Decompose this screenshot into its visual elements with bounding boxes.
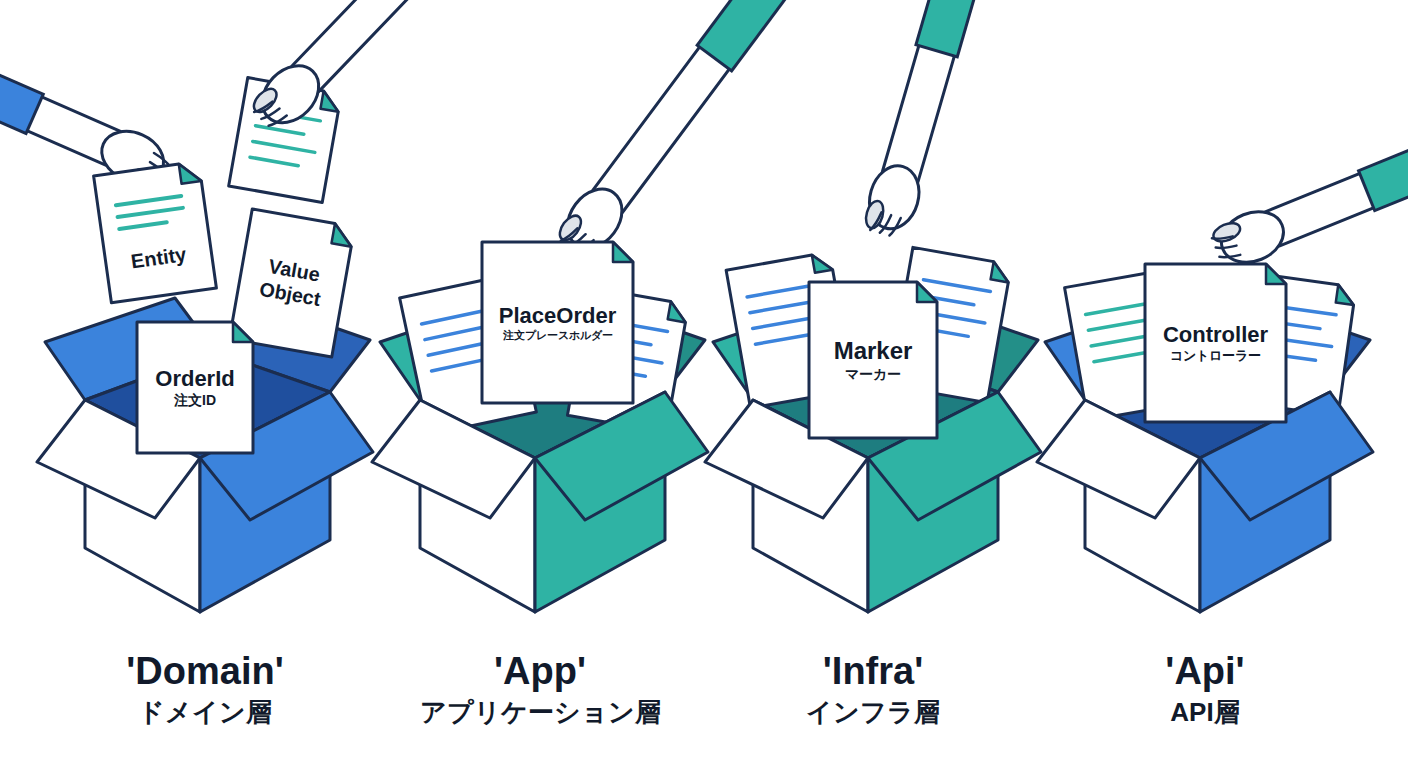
- card-subtitle: コントローラー: [1170, 348, 1261, 364]
- layer-name: 'App': [370, 648, 710, 694]
- hand: [1208, 165, 1408, 274]
- layer-subtitle: インフラ層: [703, 694, 1043, 730]
- layer-box: 'Api'API層 Controllerコントローラー: [1035, 130, 1375, 730]
- layer-name: 'Infra': [703, 648, 1043, 694]
- layer-subtitle: API層: [1035, 694, 1375, 730]
- layer-name: 'Domain': [35, 648, 375, 694]
- card-title: Marker: [834, 337, 913, 366]
- card-title: Entity: [129, 242, 187, 273]
- hand: [247, 0, 400, 138]
- paper-outline: [91, 159, 218, 305]
- box-front-right-flap: [535, 392, 708, 520]
- card-subtitle: 注文ID: [174, 392, 216, 409]
- layer-subtitle: アプリケーション層: [370, 694, 710, 730]
- hand: [861, 0, 960, 240]
- layer-box: 'Domain'ドメイン層EntityValue ObjectOrderId注文…: [35, 130, 375, 730]
- card-subtitle: マーカー: [845, 366, 901, 383]
- layer-box: 'App'アプリケーション層 PlaceOrder注文プレースホルダー: [370, 130, 710, 730]
- hand: [553, 0, 780, 263]
- card-title: PlaceOrder: [499, 303, 616, 329]
- layer-box: 'Infra'インフラ層 Markerマーカー: [703, 130, 1043, 730]
- layer-subtitle: ドメイン層: [35, 694, 375, 730]
- document-card: Markerマーカー: [807, 280, 939, 440]
- document-card: Entity: [91, 159, 218, 305]
- document-card: PlaceOrder注文プレースホルダー: [480, 240, 635, 405]
- card-subtitle: 注文プレースホルダー: [503, 329, 613, 342]
- layer-name: 'Api': [1035, 648, 1375, 694]
- box-front-left-flap: [372, 400, 535, 518]
- document-card: Controllerコントローラー: [1143, 262, 1288, 424]
- document-card: OrderId注文ID: [135, 320, 255, 455]
- card-title: Value Object: [241, 251, 344, 314]
- card-title: OrderId: [155, 366, 234, 392]
- card-title: Controller: [1163, 322, 1268, 348]
